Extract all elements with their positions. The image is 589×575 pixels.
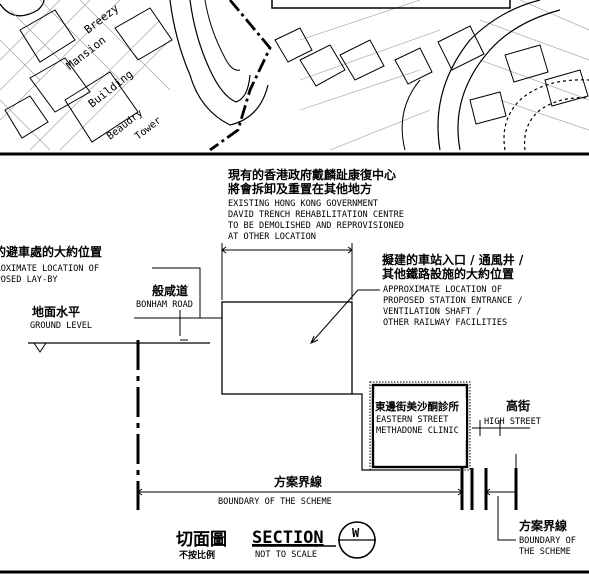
- scale-en: NOT TO SCALE: [255, 550, 317, 560]
- clinic-en-2: METHADONE CLINIC: [376, 426, 459, 436]
- section-title-en: SECTION: [252, 528, 324, 548]
- high-street-en: HIGH STREET: [484, 417, 541, 427]
- layby-zh: 擬建的避車處的大約位置: [0, 244, 102, 259]
- bonham-road-zh: 般咸道: [152, 283, 188, 298]
- section-title-zh: 切面圖: [176, 530, 227, 550]
- boundary-right-en-1: BOUNDARY OF: [519, 536, 576, 546]
- station-en-2: PROPOSED STATION ENTRANCE /: [383, 296, 523, 306]
- boundary-en: BOUNDARY OF THE SCHEME: [218, 497, 332, 507]
- scale-zh: 不按比例: [179, 549, 215, 561]
- bonham-road-en: BONHAM ROAD: [136, 300, 193, 310]
- ground-level-en: GROUND LEVEL: [30, 321, 92, 331]
- existing-centre-note: 現有的香港政府戴麟趾康復中心 將會拆卸及重置在其他地方 EXISTING HON…: [228, 167, 404, 242]
- high-street-zh: 高街: [506, 398, 530, 413]
- clinic-zh: 東邊街美沙酮診所: [375, 400, 459, 413]
- station-zh-1: 擬建的車站入口 / 通風井 /: [382, 252, 524, 267]
- existing-centre-zh-1: 現有的香港政府戴麟趾康復中心: [228, 167, 396, 182]
- ground-level-zh: 地面水平: [32, 304, 80, 319]
- map-building-text-1: Building: [86, 67, 136, 110]
- clinic-en-1: EASTERN STREET: [376, 415, 448, 425]
- station-note: 擬建的車站入口 / 通風井 / 其他鐵路設施的大約位置 APPROXIMATE …: [382, 252, 524, 328]
- station-en-4: OTHER RAILWAY FACILITIES: [383, 318, 507, 328]
- layby-en-2: PROPOSED LAY-BY: [0, 275, 58, 285]
- existing-centre-en-1: EXISTING HONG KONG GOVERNMENT: [228, 199, 378, 209]
- existing-centre-en-2: DAVID TRENCH REHABILITATION CENTRE: [228, 210, 404, 220]
- map-street-text-2: Mansion: [64, 34, 109, 73]
- map-street-text-1: Breezy: [82, 1, 122, 36]
- existing-centre-en-3: TO BE DEMOLISHED AND REPROVISIONED: [228, 221, 404, 231]
- boundary-right-en-2: THE SCHEME: [519, 547, 571, 557]
- station-en-3: VENTILATION SHAFT /: [383, 307, 481, 317]
- layby-en-1: APPROXIMATE LOCATION OF: [0, 264, 99, 274]
- boundary-right-zh: 方案界線: [519, 518, 567, 533]
- methadone-clinic-building: [369, 381, 471, 471]
- station-zh-2: 其他鐵路設施的大約位置: [382, 266, 514, 281]
- section-title-block: 切面圖 不按比例 SECTION NOT TO SCALE W: [176, 521, 376, 561]
- existing-centre-en-4: AT OTHER LOCATION: [228, 232, 316, 242]
- existing-centre-zh-2: 將會拆卸及重置在其他地方: [228, 181, 372, 196]
- section-marker-letter: W: [352, 526, 360, 540]
- station-en-1: APPROXIMATE LOCATION OF: [383, 285, 502, 295]
- layby-note: 擬建的避車處的大約位置 APPROXIMATE LOCATION OF PROP…: [0, 244, 102, 285]
- section-linework: [28, 243, 530, 541]
- proposed-station-block: [221, 301, 353, 395]
- site-plan-map: [0, 0, 589, 152]
- boundary-zh: 方案界線: [274, 474, 322, 489]
